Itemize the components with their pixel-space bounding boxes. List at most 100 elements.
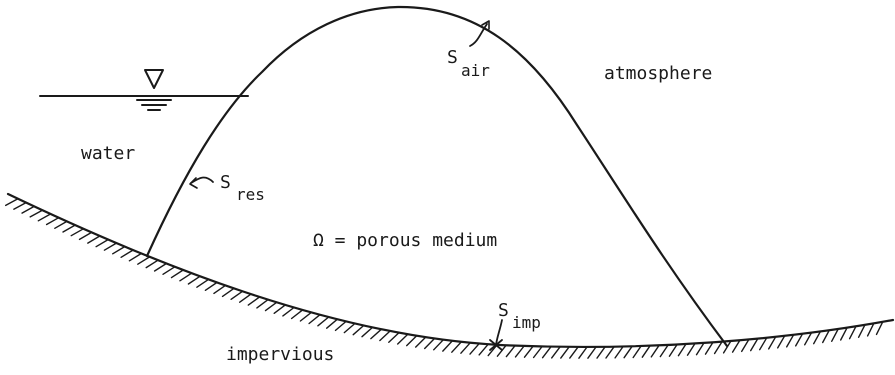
hatch-tick <box>238 293 252 303</box>
hatch-tick <box>54 220 68 230</box>
hatch-tick <box>741 338 750 353</box>
hatch-tick <box>442 340 453 352</box>
hatch-tick <box>587 346 597 359</box>
impervious-boundary <box>6 192 895 349</box>
hatch-tick <box>162 266 176 275</box>
hatch-tick <box>460 342 471 354</box>
s-res-symbol: S <box>220 172 231 193</box>
atmosphere-label: atmosphere <box>604 63 712 84</box>
hatch-tick <box>731 339 741 353</box>
hatch-tick <box>560 346 570 359</box>
water-label: water <box>81 143 135 164</box>
hatch-tick <box>668 343 678 357</box>
hatch-tick <box>822 329 830 344</box>
hatch-tick <box>70 228 85 237</box>
hatch-tick <box>370 328 382 340</box>
hatch-tick <box>831 328 839 342</box>
hatch-tick <box>37 213 52 222</box>
hatch-tick <box>848 325 857 340</box>
hatch-tick <box>247 296 261 306</box>
hatch-tick <box>857 324 866 338</box>
hatch-tick <box>875 321 884 336</box>
hatch-tick <box>614 345 624 359</box>
hatch-tick <box>137 256 151 265</box>
hatch-tick <box>213 284 227 295</box>
hatch-tick <box>424 337 436 350</box>
hatch-tick <box>804 331 813 346</box>
hatch-tick <box>103 242 118 251</box>
hatch-tick <box>722 340 732 354</box>
hatch-tick <box>514 345 525 358</box>
hatch-tick <box>299 311 312 322</box>
hatch-tick <box>433 339 445 351</box>
hatch-tick <box>145 259 159 269</box>
hatch-tick <box>451 341 462 353</box>
hatch-tick <box>196 278 210 288</box>
s-air-leader <box>469 23 488 47</box>
hatch-tick <box>326 318 339 329</box>
hatch-tick <box>469 342 480 355</box>
hatch-tick <box>317 316 330 327</box>
hatch-tick <box>840 327 848 341</box>
hatch-tick <box>596 346 606 359</box>
hatch-tick <box>795 333 804 347</box>
hatch-tick <box>221 287 235 298</box>
hatch-tick <box>352 324 365 336</box>
hatch-tick <box>478 343 489 356</box>
hatch-tick <box>695 342 705 356</box>
hatch-tick <box>282 306 295 317</box>
hatch-tick <box>713 341 723 355</box>
hatch-tick <box>759 337 768 351</box>
hatch-tick <box>170 269 184 279</box>
hatch-tick <box>677 343 687 357</box>
hatch-tick <box>87 235 101 244</box>
hatch-tick <box>505 344 516 358</box>
s-air-arrowhead <box>481 20 490 30</box>
hatch-tick <box>29 209 44 218</box>
hatch-tick <box>866 322 875 337</box>
hatch-tick <box>45 216 60 226</box>
hatch-tick <box>686 342 696 356</box>
hatch-tick <box>659 344 669 358</box>
hatch-tick <box>415 336 427 348</box>
hatch-tick <box>256 298 269 309</box>
hatch-tick <box>290 309 304 320</box>
s-air-subscript: air <box>461 61 490 80</box>
hatch-tick <box>523 345 534 358</box>
hatch-tick <box>786 334 795 348</box>
hatch-tick <box>551 346 561 359</box>
hatch-tick <box>632 345 642 359</box>
hatch-tick <box>361 326 374 338</box>
hatch-tick <box>187 275 201 285</box>
hatch-tick <box>406 335 418 347</box>
s-air-symbol: S <box>447 47 458 68</box>
hatch-tick <box>750 337 759 352</box>
hatch-tick <box>308 314 321 325</box>
hatch-tick <box>128 252 143 262</box>
hatch-tick <box>768 336 777 350</box>
hatch-tick <box>650 344 660 358</box>
s-res-subscript: res <box>236 185 265 204</box>
hatch-tick <box>153 262 168 272</box>
s-res-arrowhead <box>189 177 198 189</box>
hatch-tick <box>623 345 633 359</box>
hatch-tick <box>379 330 391 342</box>
hatch-tick <box>111 245 126 255</box>
hatch-tick <box>230 290 244 300</box>
hatch-tick <box>334 320 347 332</box>
hatch-tick <box>204 281 218 291</box>
s-imp-subscript: imp <box>512 313 541 332</box>
hatch-tick <box>95 238 109 248</box>
hatch-tick <box>641 345 651 358</box>
ground-hatching <box>4 197 884 359</box>
water-level-icon <box>136 69 172 111</box>
s-imp-leader <box>495 319 503 346</box>
porous-medium-label: Ω = porous medium <box>313 230 497 251</box>
hatch-tick <box>343 322 356 334</box>
s-imp-cross <box>489 339 503 351</box>
hatch-tick <box>388 332 400 343</box>
hatch-tick <box>179 272 193 282</box>
hatch-tick <box>813 330 822 345</box>
hatch-tick <box>78 231 93 241</box>
